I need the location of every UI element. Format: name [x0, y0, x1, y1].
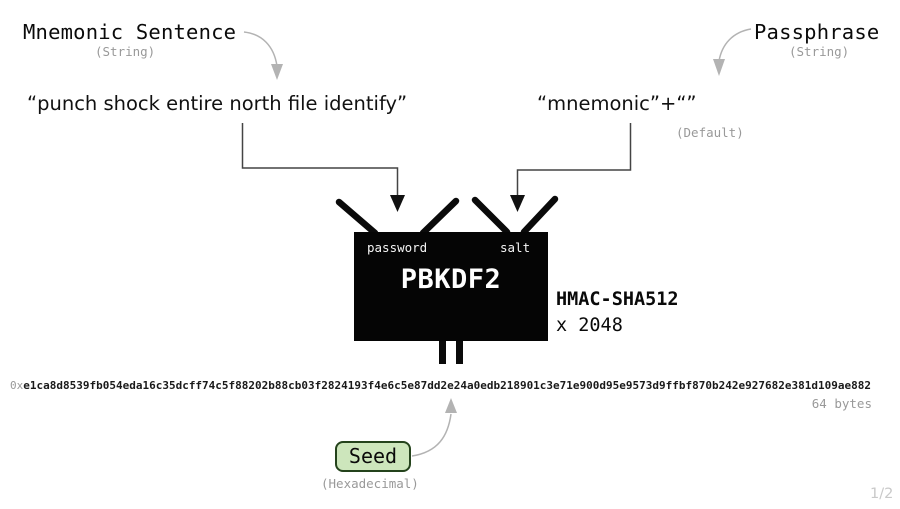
hmac-algorithm-label: HMAC-SHA512: [556, 289, 679, 310]
page-indicator: 1/2: [870, 486, 894, 502]
salt-param-label: salt: [500, 240, 531, 255]
password-param-label: password: [367, 240, 428, 255]
seed-pointer-arrow: [411, 398, 457, 457]
passphrase-type-label: (String): [789, 44, 850, 59]
passphrase-connector-line: [510, 123, 632, 212]
seed-hex-line: 0xe1ca8d8539fb054eda16c35dcff74c5f88202b…: [10, 379, 871, 392]
seed-size-label: 64 bytes: [811, 396, 872, 411]
passphrase-label: Passphrase: [754, 20, 880, 44]
seed-format-note: (Hexadecimal): [321, 476, 419, 491]
hex-prefix: 0x: [10, 379, 24, 392]
iterations-label: x 2048: [556, 315, 623, 336]
pbkdf2-box: password salt PBKDF2: [354, 232, 548, 341]
mnemonic-type-label: (String): [95, 44, 156, 59]
seed-hex-value: e1ca8d8539fb054eda16c35dcff74c5f88202b88…: [23, 379, 871, 392]
output-pipes: [439, 340, 463, 364]
seed-badge: Seed: [335, 441, 411, 472]
mnemonic-pointer-arrow: [243, 31, 283, 80]
mnemonic-sentence-label: Mnemonic Sentence: [23, 20, 237, 44]
password-funnel: [335, 197, 460, 237]
passphrase-value: “mnemonic”+“”: [537, 92, 697, 115]
salt-funnel: [471, 195, 559, 236]
pbkdf2-title: PBKDF2: [400, 264, 502, 295]
mnemonic-sentence-value: “punch shock entire north file identify”: [27, 92, 408, 115]
passphrase-pointer-arrow: [713, 28, 752, 76]
passphrase-default-note: (Default): [676, 125, 744, 140]
mnemonic-connector-line: [241, 123, 405, 212]
seed-badge-label: Seed: [348, 444, 398, 468]
